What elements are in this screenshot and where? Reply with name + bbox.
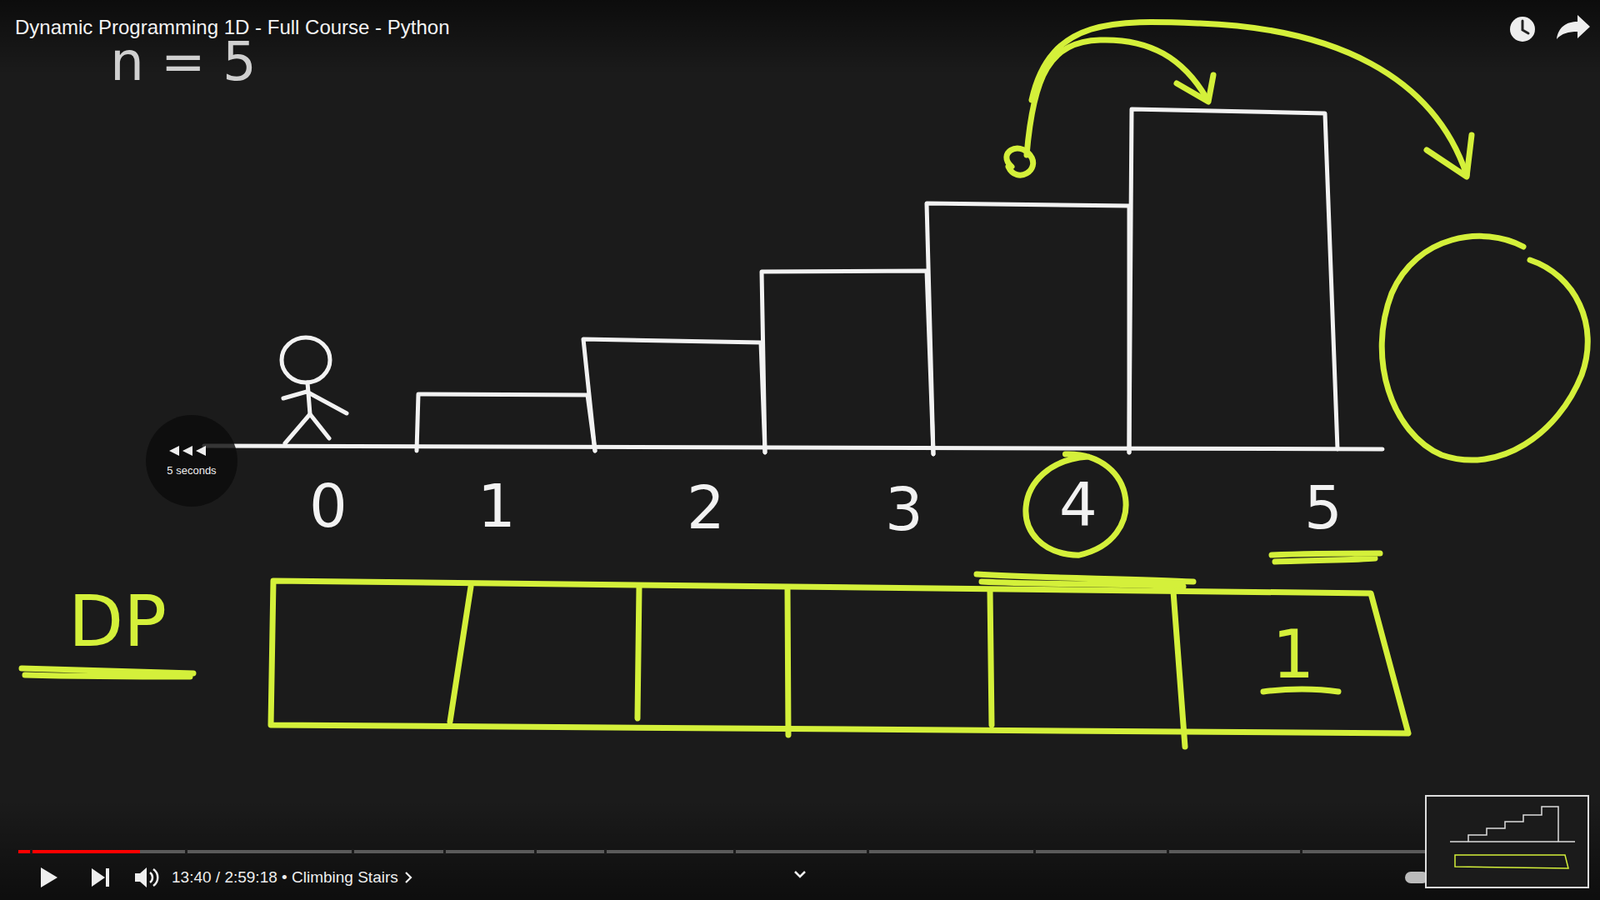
time-chapter: 13:40 / 2:59:18 • Climbing Stairs xyxy=(171,869,399,887)
arrow-head xyxy=(1176,75,1214,102)
underline xyxy=(976,574,1194,587)
step-number: 2 xyxy=(686,475,725,541)
step-number: 0 xyxy=(309,473,348,540)
stair-step xyxy=(583,339,765,453)
rewind-triangle xyxy=(182,445,193,456)
dp-divider xyxy=(990,590,992,725)
stair-step xyxy=(416,394,595,451)
goal-circle xyxy=(1381,235,1588,460)
chevron-path xyxy=(405,872,411,883)
stair-step xyxy=(1129,109,1338,453)
staircase xyxy=(204,109,1383,455)
rewind-triangle xyxy=(195,445,206,456)
rewind-bubble: 5 seconds xyxy=(145,415,238,507)
circle-stroke xyxy=(1025,454,1126,555)
figure-legs xyxy=(285,414,330,444)
dp-divider xyxy=(787,588,789,735)
dp-divider xyxy=(1173,591,1185,747)
volume-icon xyxy=(135,867,158,888)
rewind-triangle xyxy=(169,445,180,456)
dp-array xyxy=(270,580,1409,734)
dp-divider xyxy=(637,586,640,719)
rewind-icon xyxy=(169,445,215,457)
jump-arrow-two xyxy=(1031,21,1467,175)
node-text: 1 xyxy=(1272,618,1315,692)
underline xyxy=(21,668,194,677)
underline xyxy=(1271,553,1380,562)
array-label: DP xyxy=(68,581,167,661)
preview-thumbnail xyxy=(1425,795,1589,888)
annotations xyxy=(21,21,1588,747)
play-icon xyxy=(40,867,58,888)
ground-line xyxy=(204,445,1383,450)
step-number: 5 xyxy=(1304,475,1343,541)
progress-played xyxy=(18,850,140,854)
node-text: 5 seconds xyxy=(166,465,216,477)
dp-cell: 1 xyxy=(1210,592,1377,718)
circled-step: 4 xyxy=(1010,450,1147,559)
dp-divider xyxy=(450,586,471,722)
stick-figure xyxy=(281,337,347,444)
share-icon xyxy=(1556,15,1590,40)
next-icon xyxy=(91,868,110,887)
arrow-head xyxy=(1426,135,1472,177)
step-number: 1 xyxy=(477,473,516,540)
figure-body xyxy=(307,382,310,415)
chapter-chevron xyxy=(403,870,414,885)
video-title: Dynamic Programming 1D - Full Course - P… xyxy=(15,16,450,39)
bottom-shade xyxy=(0,800,1600,900)
progress-track xyxy=(18,850,1427,854)
chapter-gaps xyxy=(30,849,1303,855)
stair-step xyxy=(761,270,934,455)
figure-arms xyxy=(283,391,347,414)
node-text: 4 xyxy=(1059,471,1098,538)
clock-icon xyxy=(1510,16,1535,42)
figure-head xyxy=(281,337,330,383)
expand-chevron xyxy=(795,871,805,877)
step-number: 3 xyxy=(885,476,924,543)
stair-step xyxy=(926,203,1130,455)
handwritten-note: n = 5 xyxy=(110,32,257,91)
toggle-switch xyxy=(1405,871,1429,884)
